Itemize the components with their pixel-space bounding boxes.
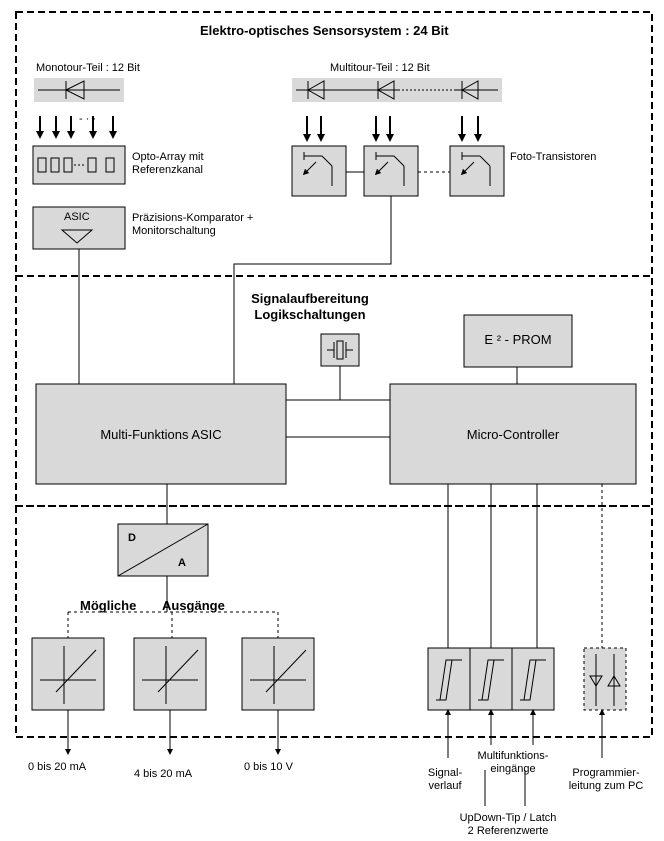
output-box-2 [133, 637, 207, 711]
da-d-label: D [128, 532, 136, 544]
logikschaltungen-title: Logikschaltungen [254, 307, 366, 322]
opto-array-box [32, 145, 126, 185]
signalaufbereitung-title: Signalaufbereitung [251, 291, 369, 306]
opto-array-label-1: Opto-Array mit [132, 151, 204, 163]
foto-transistoren-label: Foto-Transistoren [510, 151, 597, 163]
programmier-label-1: Programmier- [572, 767, 640, 779]
sensor-system-title: Elektro-optisches Sensorsystem : 24 Bit [200, 23, 449, 38]
comparator-label-2: Monitorschaltung [132, 225, 216, 237]
micro-controller-box [389, 383, 637, 485]
comparator-label-1: Präzisions-Komparator + [132, 212, 254, 224]
light-arrows-left [36, 116, 117, 139]
multifunktions-label-2: eingänge [490, 763, 536, 775]
output-box-1 [31, 637, 105, 711]
output-label-3: 0 bis 10 V [244, 761, 293, 773]
output-label-2: 4 bis 20 mA [134, 768, 193, 780]
signal-label-2: verlauf [428, 780, 462, 792]
connection-lines [78, 196, 603, 650]
section-frame-bottom [15, 505, 653, 738]
programmier-label-2: leitung zum PC [568, 780, 644, 792]
eprom-box [463, 314, 573, 368]
output-feed-lines [67, 611, 279, 638]
signal-label-1: Signal- [427, 767, 463, 779]
multi-asic-box [35, 383, 287, 485]
eprom-label: E ² - PROM [484, 332, 552, 347]
programmier-box [583, 647, 627, 711]
output-label-1: 0 bis 20 mA [28, 761, 87, 773]
section-frame-middle [15, 275, 653, 507]
asic-small-label: ASIC [64, 211, 90, 223]
crystal-symbol [320, 333, 360, 367]
da-converter-box [117, 523, 209, 577]
comparator-box [32, 206, 126, 250]
input-arrows [445, 709, 605, 806]
schmitt-trigger-boxes [427, 647, 555, 711]
outputs-title-1: Mögliche [80, 598, 137, 613]
multitour-label: Multitour-Teil : 12 Bit [330, 62, 430, 74]
foto-transistor-boxes [291, 145, 505, 197]
opto-array-label-2: Referenzkanal [132, 164, 203, 176]
svg-text:- · ·: - · · [79, 113, 96, 125]
updown-label-1: UpDown-Tip / Latch [459, 812, 557, 824]
outputs-title-2: Ausgänge [162, 598, 225, 613]
updown-label-2: 2 Referenzwerte [467, 825, 549, 837]
output-arrows [65, 710, 281, 755]
light-arrows-right [303, 116, 482, 142]
micro-controller-label: Micro-Controller [466, 427, 560, 442]
section-frame-top [15, 11, 653, 277]
output-box-3 [241, 637, 315, 711]
multifunktions-label-1: Multifunktions- [477, 750, 549, 762]
monotour-label: Monotour-Teil : 12 Bit [36, 62, 140, 74]
multitour-strip [292, 78, 502, 102]
multi-asic-label: Multi-Funktions ASIC [100, 427, 222, 442]
da-a-label: A [178, 557, 186, 569]
monotour-strip [34, 78, 124, 102]
